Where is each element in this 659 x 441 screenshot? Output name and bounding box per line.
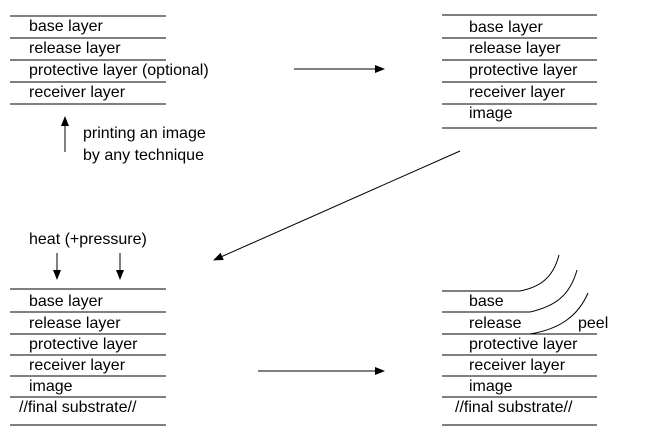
peel-curve-middle [530,270,577,312]
printing-note-line1: printing an image [83,125,206,143]
stack-transfer-layer-label: protective layer [29,336,138,354]
stack-peeled-layer-label: protective layer [469,336,578,354]
stack-printed-layer-label: protective layer [469,62,578,80]
peel-label: peel [578,315,608,333]
stack-initial-layer-label: base layer [29,18,103,36]
stack-initial-layer-label: receiver layer [29,84,125,102]
heat-pressure-label: heat (+pressure) [29,231,147,249]
stack-initial-layer-label: protective layer (optional) [29,62,209,80]
printing-note-line2: by any technique [83,147,204,165]
peel-curve-top [520,255,559,291]
stack-transfer-layer-label: release layer [29,315,121,333]
stack-transfer-layer-label: receiver layer [29,357,125,375]
stack-transfer-layer-label: //final substrate// [19,399,136,417]
stack-printed-layer-label: release layer [469,40,561,58]
stack-printed-layer-label: base layer [469,19,543,37]
stack-peeled-layer-label: receiver layer [469,357,565,375]
stack-peeled-layer-label: release [469,315,521,333]
stack-transfer-layer-label: base layer [29,293,103,311]
stack-peeled-layer-label: //final substrate// [455,399,572,417]
stack-printed-layer-label: receiver layer [469,84,565,102]
stack-transfer-layer-label: image [29,378,73,396]
stack-initial-layer-label: release layer [29,40,121,58]
stack-peeled-layer-label: base [469,293,504,311]
arrow-diagonal [214,151,460,260]
stack-printed-layer-label: image [469,105,513,123]
stack-peeled-layer-label: image [469,378,513,396]
